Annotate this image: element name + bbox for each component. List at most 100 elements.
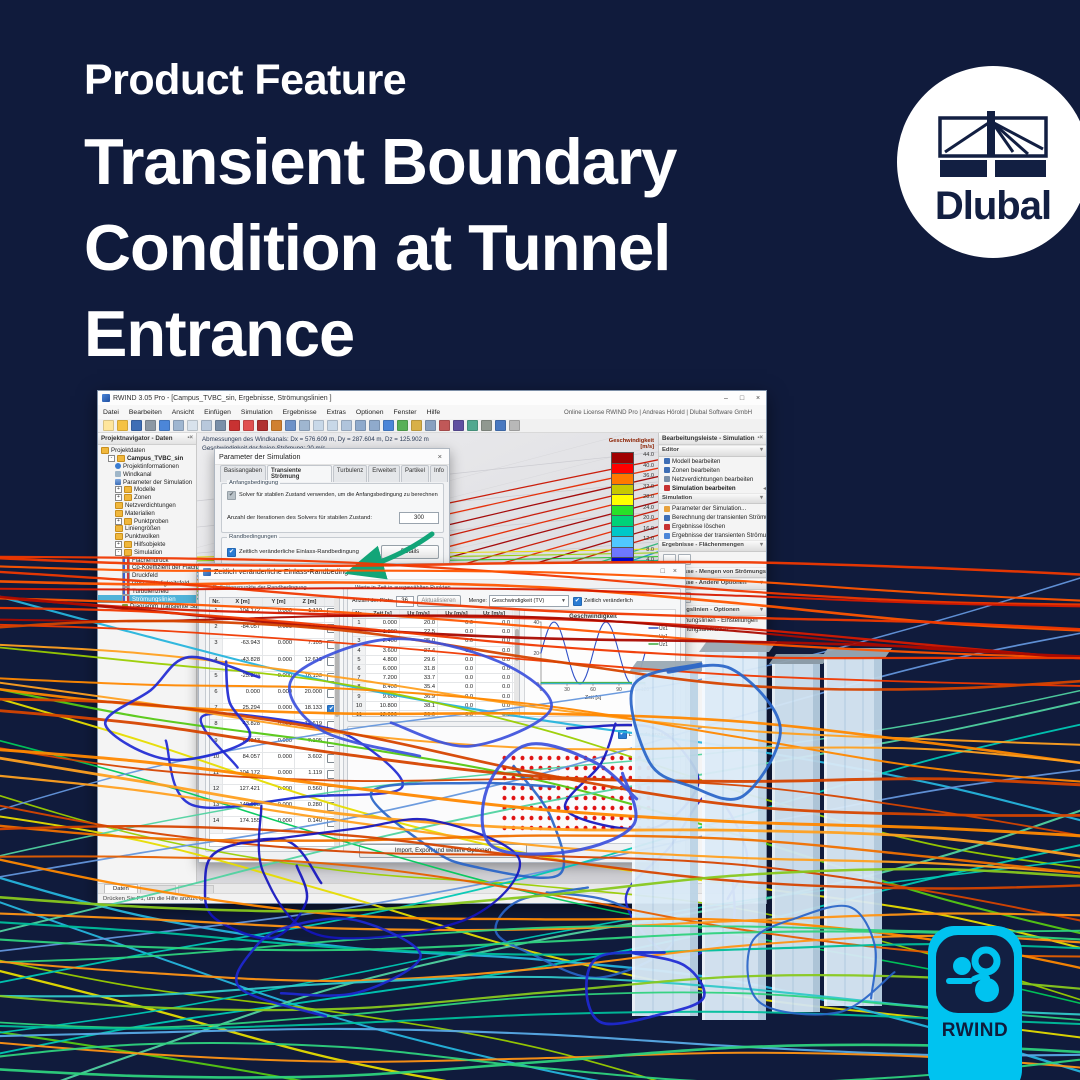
dialog-titlebar[interactable]: Zeitlich veränderliche Einlass-Randbedin… [199, 564, 685, 580]
expand-toggle-icon[interactable]: + [115, 517, 122, 525]
clip-icon[interactable] [298, 420, 310, 431]
plot-count-input[interactable]: 36 [395, 595, 414, 607]
tab-ghost[interactable] [139, 885, 176, 893]
tree-item[interactable]: Netzverdichtungen [98, 501, 196, 510]
menu-item-einfügen[interactable]: Einfügen [204, 408, 231, 416]
expand-toggle-icon[interactable]: + [115, 486, 122, 494]
tree-item[interactable]: Windkanal [98, 470, 196, 478]
tab-partikel[interactable]: Partikel [400, 465, 429, 482]
tree-item[interactable]: Strömungslinien [98, 595, 196, 604]
tree-item[interactable]: Projektdaten [98, 447, 196, 455]
editbar-item[interactable]: Zonen bearbeiten [659, 466, 766, 475]
transient-inlet-checkbox[interactable]: ✔ [227, 547, 236, 557]
open-icon[interactable] [116, 420, 128, 431]
editbar-item[interactable]: Ergebnisse der transienten Strömun... [659, 531, 766, 540]
maximize-icon[interactable]: □ [739, 394, 745, 402]
tree-item[interactable]: Turbulenzfeld [98, 587, 196, 596]
tree-item[interactable]: +Hilfsobjekte [98, 540, 196, 549]
view-z-icon[interactable] [410, 420, 422, 431]
tree-item[interactable]: +Zonen [98, 494, 196, 502]
section-icon[interactable] [284, 420, 296, 431]
editbar-item[interactable]: Ergebnisse löschen [659, 522, 766, 531]
tab-info[interactable]: Info [429, 465, 448, 482]
help-icon[interactable] [494, 420, 506, 431]
tab-erweitert[interactable]: Erweitert [368, 465, 400, 482]
solver-checkbox[interactable]: ✔ [227, 491, 236, 500]
import-export-button[interactable]: Import, Export und weitere Optionen [359, 844, 527, 858]
details-button[interactable]: Details [381, 545, 439, 559]
iterations-input[interactable]: 300 [399, 512, 439, 524]
screenshot-icon[interactable] [438, 420, 450, 431]
undo-icon[interactable] [158, 420, 170, 431]
tree-item[interactable]: -Simulation [98, 548, 196, 556]
scrollbar[interactable] [514, 610, 519, 716]
editbar-section-header[interactable]: Editor▾ [659, 445, 766, 457]
menu-item-simulation[interactable]: Simulation [240, 408, 273, 416]
tree-item[interactable]: +Punktproben [98, 517, 196, 525]
editbar-item[interactable]: Modell bearbeiten [659, 457, 766, 466]
tree-item[interactable]: Materialien [98, 509, 196, 517]
mesh-icon[interactable] [214, 420, 226, 431]
editbar-section-header[interactable]: Ergebnisse - Flächenmengen▾ [659, 540, 766, 552]
perspective-icon[interactable] [424, 420, 436, 431]
expand-toggle-icon[interactable]: - [108, 455, 115, 463]
expand-toggle-icon[interactable]: + [115, 494, 122, 502]
editbar-item[interactable]: Simulation bearbeiten◂ [659, 484, 766, 493]
zoom-fit-icon[interactable] [340, 420, 352, 431]
settings-icon[interactable] [480, 420, 492, 431]
tree-item[interactable]: Cp-Koeffizient der Fläche [98, 563, 201, 572]
menu-item-ansicht[interactable]: Ansicht [171, 408, 195, 416]
update-button[interactable]: Aktualisieren [416, 595, 461, 607]
maximize-icon[interactable]: □ [660, 568, 665, 575]
transient-checkbox[interactable]: ✔ [572, 596, 582, 606]
quantity-select[interactable]: Geschwindigkeit (TV) ▼ [488, 595, 569, 607]
window-titlebar[interactable]: RWIND 3.05 Pro - [Campus_TVBC_sin, Ergeb… [98, 391, 766, 406]
tree-item[interactable]: Druckfeld [98, 571, 196, 580]
results-icon[interactable] [242, 420, 254, 431]
tab-daten[interactable]: Daten [104, 884, 138, 893]
menu-item-ergebnisse[interactable]: Ergebnisse [282, 408, 317, 416]
new-icon[interactable] [102, 420, 114, 431]
menu-item-extras[interactable]: Extras [326, 408, 346, 416]
pin-icon[interactable]: ▪× [757, 435, 763, 441]
tree-item[interactable]: Projektinformationen [98, 463, 196, 471]
zones-icon[interactable] [200, 420, 212, 431]
tab-turbulenz[interactable]: Turbulenz [332, 465, 368, 482]
info-icon[interactable] [508, 420, 520, 431]
probe-icon[interactable] [270, 420, 282, 431]
expand-toggle-icon[interactable]: + [115, 540, 122, 548]
show-legend-checkbox[interactable]: ✔ [617, 730, 627, 739]
scrollbar[interactable] [334, 598, 339, 846]
print-icon[interactable] [144, 420, 156, 431]
zoom-in-icon[interactable] [312, 420, 324, 431]
tree-item[interactable]: -Campus_TVBC_sin [98, 455, 196, 463]
model-icon[interactable] [186, 420, 198, 431]
expand-toggle-icon[interactable]: - [115, 548, 122, 556]
minimize-icon[interactable]: – [724, 394, 728, 402]
display-icon[interactable] [466, 420, 478, 431]
editbar-item[interactable]: Berechnung der transienten Strömu... [659, 513, 766, 522]
tree-item[interactable]: Diagramm Transiente Str... [98, 603, 202, 611]
tree-item[interactable]: Parameter der Simulation [98, 478, 196, 486]
tree-item[interactable]: Liniengrößen [98, 525, 196, 533]
simulation-icon[interactable] [228, 420, 240, 431]
menu-item-datei[interactable]: Datei [103, 408, 119, 416]
